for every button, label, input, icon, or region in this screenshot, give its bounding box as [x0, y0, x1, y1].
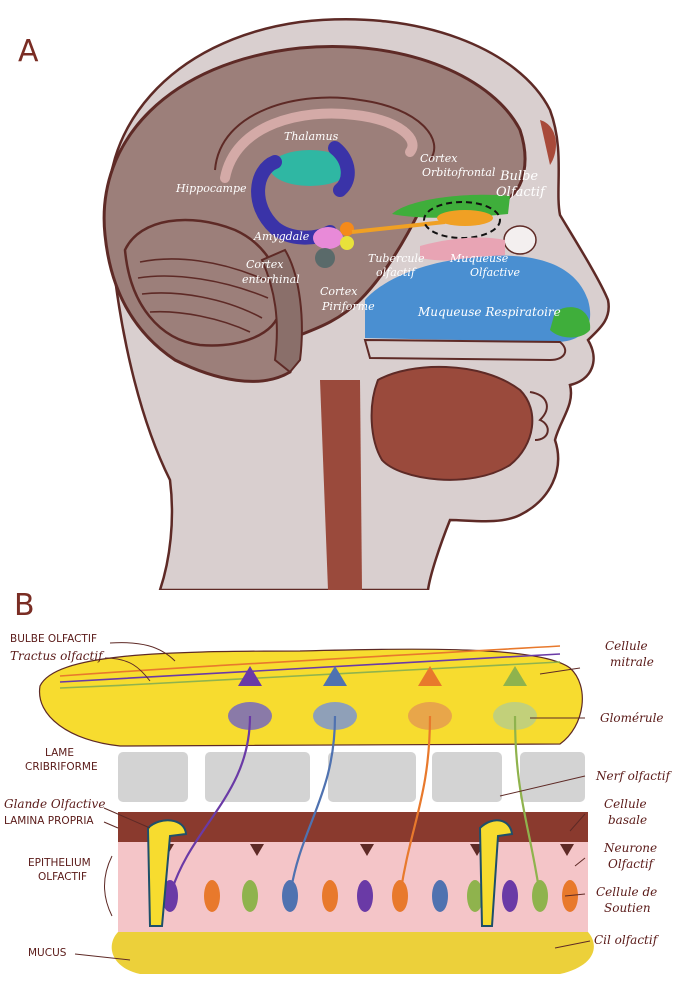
- olfactory-bulb: [437, 210, 493, 226]
- olfactory-epithelium-illustration: BULBE OLFACTIF Tractus olfactif LAME CRI…: [0, 596, 688, 996]
- label-muqueuse-resp: Muqueuse Respiratoire: [417, 305, 561, 319]
- head-sagittal-section-illustration: Thalamus Hippocampe Amygdale Cortex ento…: [0, 0, 688, 590]
- label-cortex-entorhinal-1: Cortex: [246, 258, 284, 271]
- label-cortex-entorhinal-2: entorhinal: [242, 273, 300, 286]
- label-neurone-1: Neurone: [603, 841, 657, 855]
- label-glande-olfactive: Glande Olfactive: [4, 797, 105, 811]
- label-cortex-piriforme-1: Cortex: [320, 285, 358, 298]
- label-cil-olfactif: Cil olfactif: [594, 933, 660, 947]
- label-cortex-orbito-2: Orbitofrontal: [422, 166, 496, 179]
- label-mucus: MUCUS: [28, 947, 67, 959]
- cribriform-plate: [118, 752, 585, 802]
- mucus-layer: [112, 932, 594, 974]
- label-cellule-basale-2: basale: [608, 813, 647, 827]
- label-soutien-1: Cellule de: [596, 885, 657, 899]
- label-cellule-mitrale-1: Cellule: [605, 639, 648, 653]
- piriform-cortex: [340, 236, 354, 250]
- label-soutien-2: Soutien: [604, 901, 651, 915]
- label-cellule-basale-1: Cellule: [604, 797, 647, 811]
- label-nerf-olfactif: Nerf olfactif: [595, 769, 673, 783]
- tongue: [372, 367, 533, 480]
- amygdala: [313, 227, 343, 249]
- label-cortex-piriforme-2: Piriforme: [321, 300, 375, 313]
- label-tubercule-2: olfactif: [376, 266, 417, 279]
- label-bulbe-olfactif: BULBE OLFACTIF: [10, 633, 97, 645]
- lamina-propria: [118, 812, 588, 842]
- label-glomerule: Glomérule: [600, 711, 664, 725]
- label-epithelium-1: EPITHELIUM: [28, 857, 91, 869]
- label-muqueuse-olf-2: Olfactive: [470, 266, 520, 279]
- label-neurone-2: Olfactif: [608, 857, 656, 871]
- label-cortex-orbito-1: Cortex: [420, 152, 458, 165]
- label-epithelium-2: OLFACTIF: [38, 871, 87, 883]
- label-lamina-propria: LAMINA PROPRIA: [4, 815, 94, 827]
- label-lame-1: LAME: [45, 747, 74, 759]
- label-bulbe-1: Bulbe: [499, 169, 538, 184]
- label-hippocampe: Hippocampe: [175, 182, 247, 195]
- olfactory-tubercle: [340, 222, 354, 236]
- label-amygdale: Amygdale: [253, 230, 310, 243]
- label-tubercule-1: Tubercule: [368, 252, 425, 265]
- label-cellule-mitrale-2: mitrale: [610, 655, 654, 669]
- label-tractus-olfactif: Tractus olfactif: [10, 649, 105, 663]
- label-lame-2: CRIBRIFORME: [25, 761, 98, 773]
- entorhinal-cortex: [315, 248, 335, 268]
- label-bulbe-2: Olfactif: [496, 185, 547, 200]
- olfactory-bulb-layer: [40, 649, 583, 746]
- label-muqueuse-olf-1: Muqueuse: [449, 252, 509, 265]
- label-thalamus: Thalamus: [284, 130, 339, 143]
